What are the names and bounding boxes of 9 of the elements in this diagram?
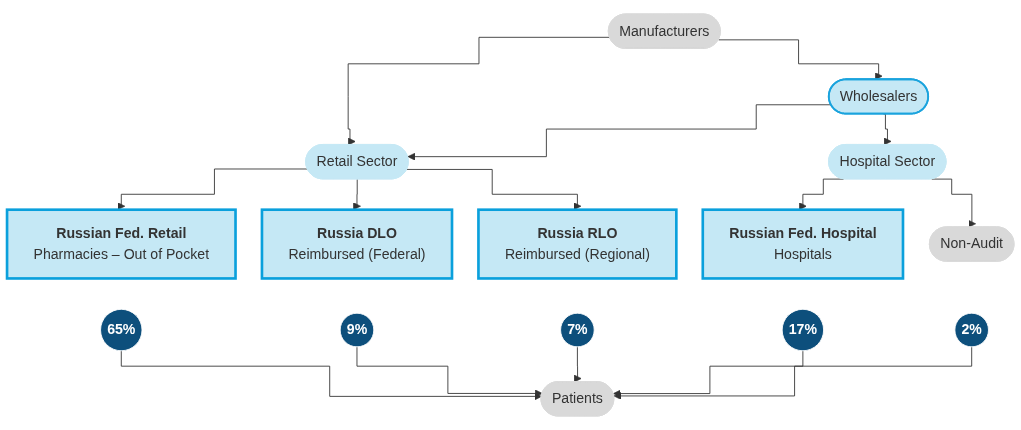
node-circle: 2% (954, 312, 989, 348)
node-box: Russia DLO Reimbursed (Federal) (260, 208, 454, 280)
node-box: Russian Fed. Hospital Hospitals (701, 208, 905, 280)
node-box: Russian Fed. Retail Pharmacies – Out of Pocket (5, 208, 237, 280)
node-circle: 9% (339, 312, 375, 348)
node-circle: 7% (560, 312, 595, 348)
node-circle: 17% (781, 308, 825, 352)
node-circle: 65% (100, 308, 143, 352)
node-box: Russia RLO Reimbursed (Regional) (477, 208, 678, 280)
